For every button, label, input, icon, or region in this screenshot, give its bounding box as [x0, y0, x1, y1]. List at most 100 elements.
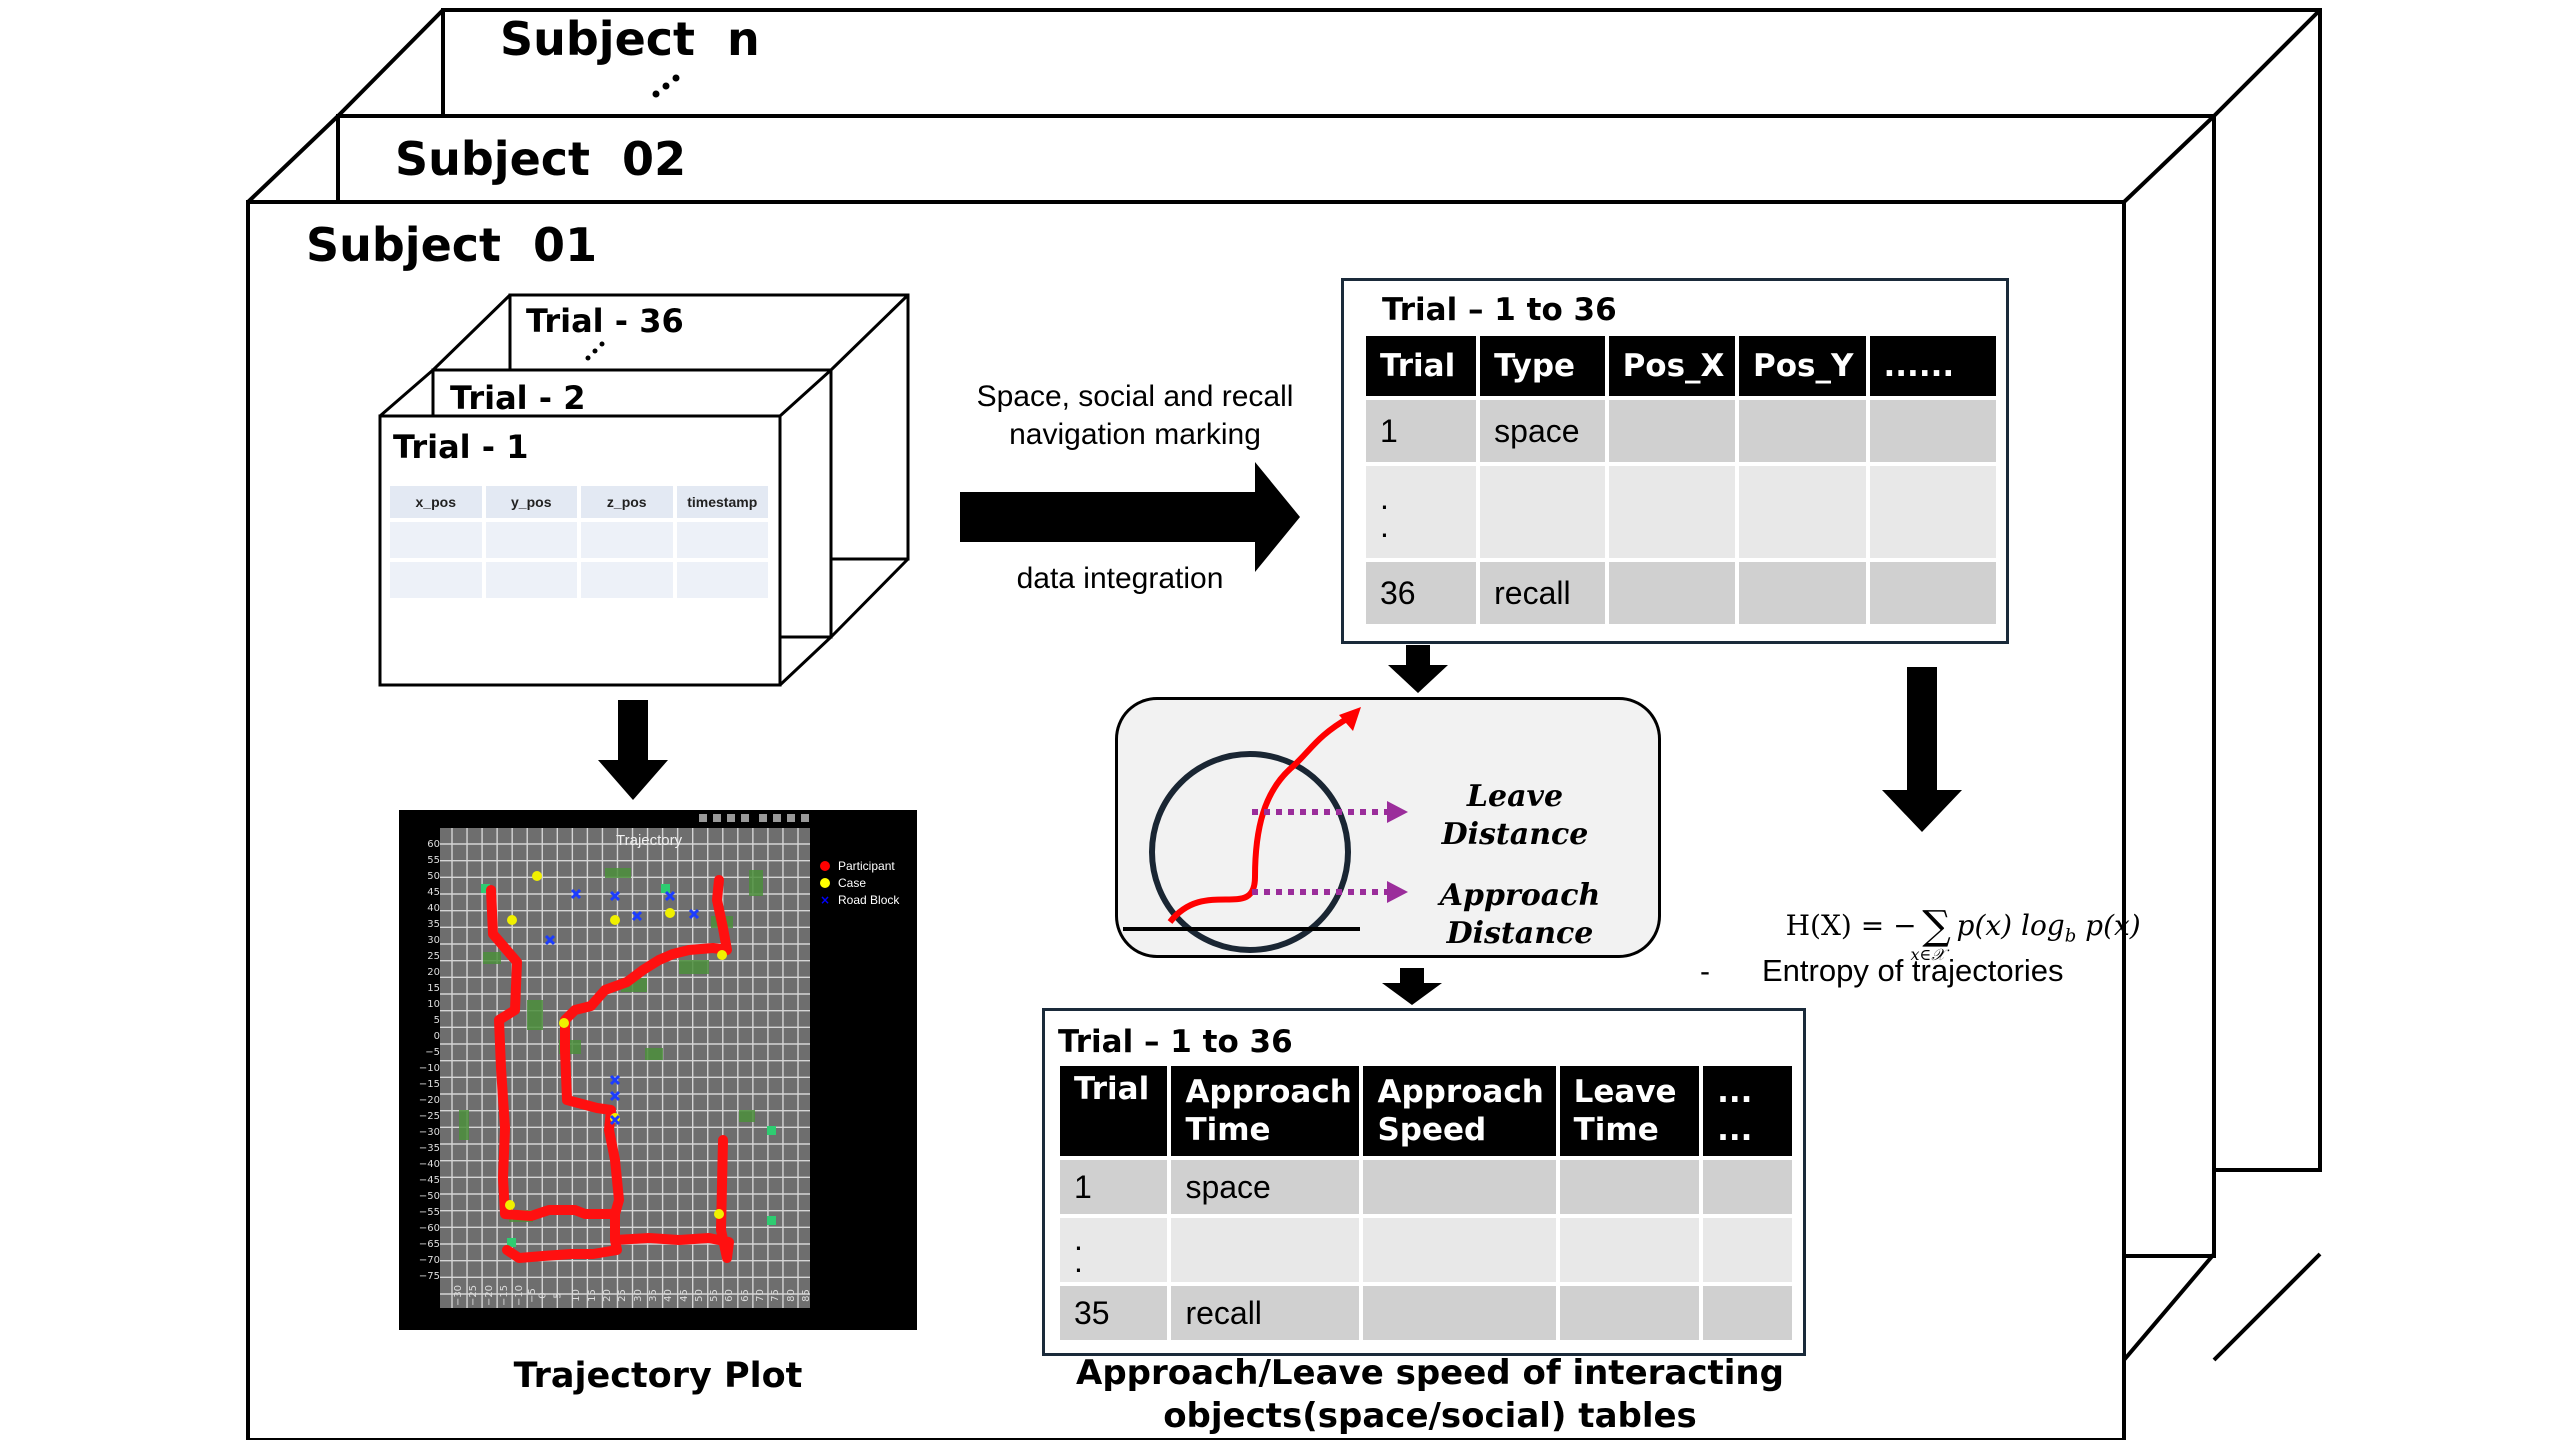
- y-tick-label: 30: [427, 935, 440, 946]
- plot-toolbar-icons: [699, 814, 809, 822]
- y-tick-label: −10: [418, 1063, 440, 1074]
- integration-arrow: [960, 462, 1300, 572]
- y-tick-label: 50: [427, 871, 440, 882]
- trajectory-legend: Participant Case ×Road Block: [820, 857, 899, 908]
- y-tick-label: 0: [433, 1031, 440, 1042]
- subject-02-label: Subject 02: [395, 132, 687, 186]
- trial-table-header-trial: Trial: [1366, 336, 1477, 396]
- trial-2-label: Trial - 2: [450, 379, 586, 417]
- x-tick-label: 70: [754, 1289, 766, 1302]
- legend-swatch: [820, 877, 830, 888]
- mini-cell: [485, 562, 577, 598]
- mini-cell: [581, 522, 673, 558]
- legend-item-participant: Participant: [820, 857, 899, 874]
- x-tick-label: −15: [498, 1284, 510, 1307]
- mini-cell: [390, 522, 482, 558]
- x-tick-label: −10: [514, 1284, 526, 1307]
- speed-header-more: ... ...: [1703, 1066, 1792, 1156]
- x-tick-label: 30: [632, 1289, 644, 1302]
- table-cell: [1608, 562, 1736, 624]
- y-tick-label: 40: [427, 903, 440, 914]
- speed-table: Trial Approach Time Approach Speed Leave…: [1056, 1062, 1796, 1344]
- x-tick-label: 85: [800, 1289, 812, 1302]
- participant-trajectory: [486, 875, 734, 1263]
- table-cell: 36: [1366, 562, 1477, 624]
- legend-label: Participant: [838, 858, 895, 873]
- marking-note: Space, social and recall navigation mark…: [976, 380, 1294, 451]
- y-tick-label: −25: [418, 1111, 440, 1122]
- y-tick-label: −40: [418, 1159, 440, 1170]
- trial-1-mini-table: x_pos y_pos z_pos timestamp: [386, 482, 772, 602]
- case-markers: [505, 871, 727, 1219]
- y-tick-label: −55: [418, 1207, 440, 1218]
- legend-label: Road Block: [838, 892, 900, 907]
- down-arrow-speed-table: [1382, 968, 1442, 1005]
- y-tick-label: 10: [427, 999, 440, 1010]
- table-cell: space: [1171, 1160, 1360, 1214]
- down-arrow-trajectory: [598, 700, 668, 800]
- table-cell: recall: [1171, 1286, 1360, 1340]
- x-tick-label: 35: [647, 1289, 659, 1302]
- trajectory-plot-caption: Trajectory Plot: [513, 1356, 803, 1396]
- trajectory-arrowhead: [1339, 707, 1361, 731]
- table-cell: 1: [1366, 400, 1477, 462]
- mini-cell: [676, 562, 768, 598]
- approach-distance-label: Approach Distance: [1439, 878, 1601, 951]
- y-tick-label: 15: [427, 983, 440, 994]
- mini-header-y: y_pos: [485, 486, 577, 518]
- legend-label: Case: [838, 875, 867, 890]
- x-tick-label: 80: [785, 1289, 797, 1302]
- speed-header-leave-time: Leave Time: [1559, 1066, 1700, 1156]
- table-cell: [1703, 1218, 1792, 1282]
- y-tick-label: 5: [433, 1015, 440, 1026]
- x-tick-label: 20: [601, 1289, 613, 1302]
- x-tick-label: 65: [739, 1289, 751, 1302]
- table-cell: [1703, 1160, 1792, 1214]
- y-tick-label: −50: [418, 1191, 440, 1202]
- y-tick-label: 60: [427, 839, 440, 850]
- integration-note: data integration: [1016, 562, 1224, 595]
- table-cell: [1363, 1160, 1556, 1214]
- x-tick-label: 45: [678, 1289, 690, 1302]
- down-arrow-diagram: [1388, 645, 1448, 693]
- subject-n-label: Subject n: [500, 12, 760, 66]
- x-tick-label: 25: [617, 1289, 629, 1302]
- subject-01-label: Subject 01: [306, 218, 598, 272]
- legend-item-case: Case: [820, 874, 899, 891]
- table-cell: [1608, 400, 1736, 462]
- table-cell: 35: [1060, 1286, 1168, 1340]
- y-tick-label: −65: [418, 1239, 440, 1250]
- mini-cell: [676, 522, 768, 558]
- table-cell: . .: [1060, 1218, 1168, 1282]
- formula-base: b: [2064, 925, 2077, 947]
- table-cell: [1869, 562, 1996, 624]
- y-tick-label: −15: [418, 1079, 440, 1090]
- table-cell: [1559, 1286, 1700, 1340]
- approach-leave-panel: [1115, 697, 1661, 958]
- table-cell: [1171, 1218, 1360, 1282]
- table-cell: [1703, 1286, 1792, 1340]
- table-cell: recall: [1480, 562, 1605, 624]
- trial-table-header-posy: Pos_Y: [1739, 336, 1866, 396]
- table-cell: [1739, 466, 1866, 558]
- formula-tail: p(x): [2076, 909, 2141, 942]
- table-cell: [1363, 1218, 1556, 1282]
- y-tick-label: 35: [427, 919, 440, 930]
- table-cell: [1869, 400, 1996, 462]
- table-cell: . .: [1366, 466, 1477, 558]
- x-tick-label: −25: [468, 1284, 480, 1307]
- table-cell: [1608, 466, 1736, 558]
- y-tick-label: −60: [418, 1223, 440, 1234]
- x-tick-label: 40: [663, 1289, 675, 1302]
- x-tick-label: 60: [724, 1289, 736, 1302]
- y-tick-label: −45: [418, 1175, 440, 1186]
- y-tick-label: −30: [418, 1127, 440, 1138]
- trial-table: Trial Type Pos_X Pos_Y ...... 1 space . …: [1362, 332, 2000, 628]
- table-cell: [1739, 562, 1866, 624]
- legend-swatch: [820, 860, 830, 871]
- x-tick-label: 5: [552, 1292, 564, 1299]
